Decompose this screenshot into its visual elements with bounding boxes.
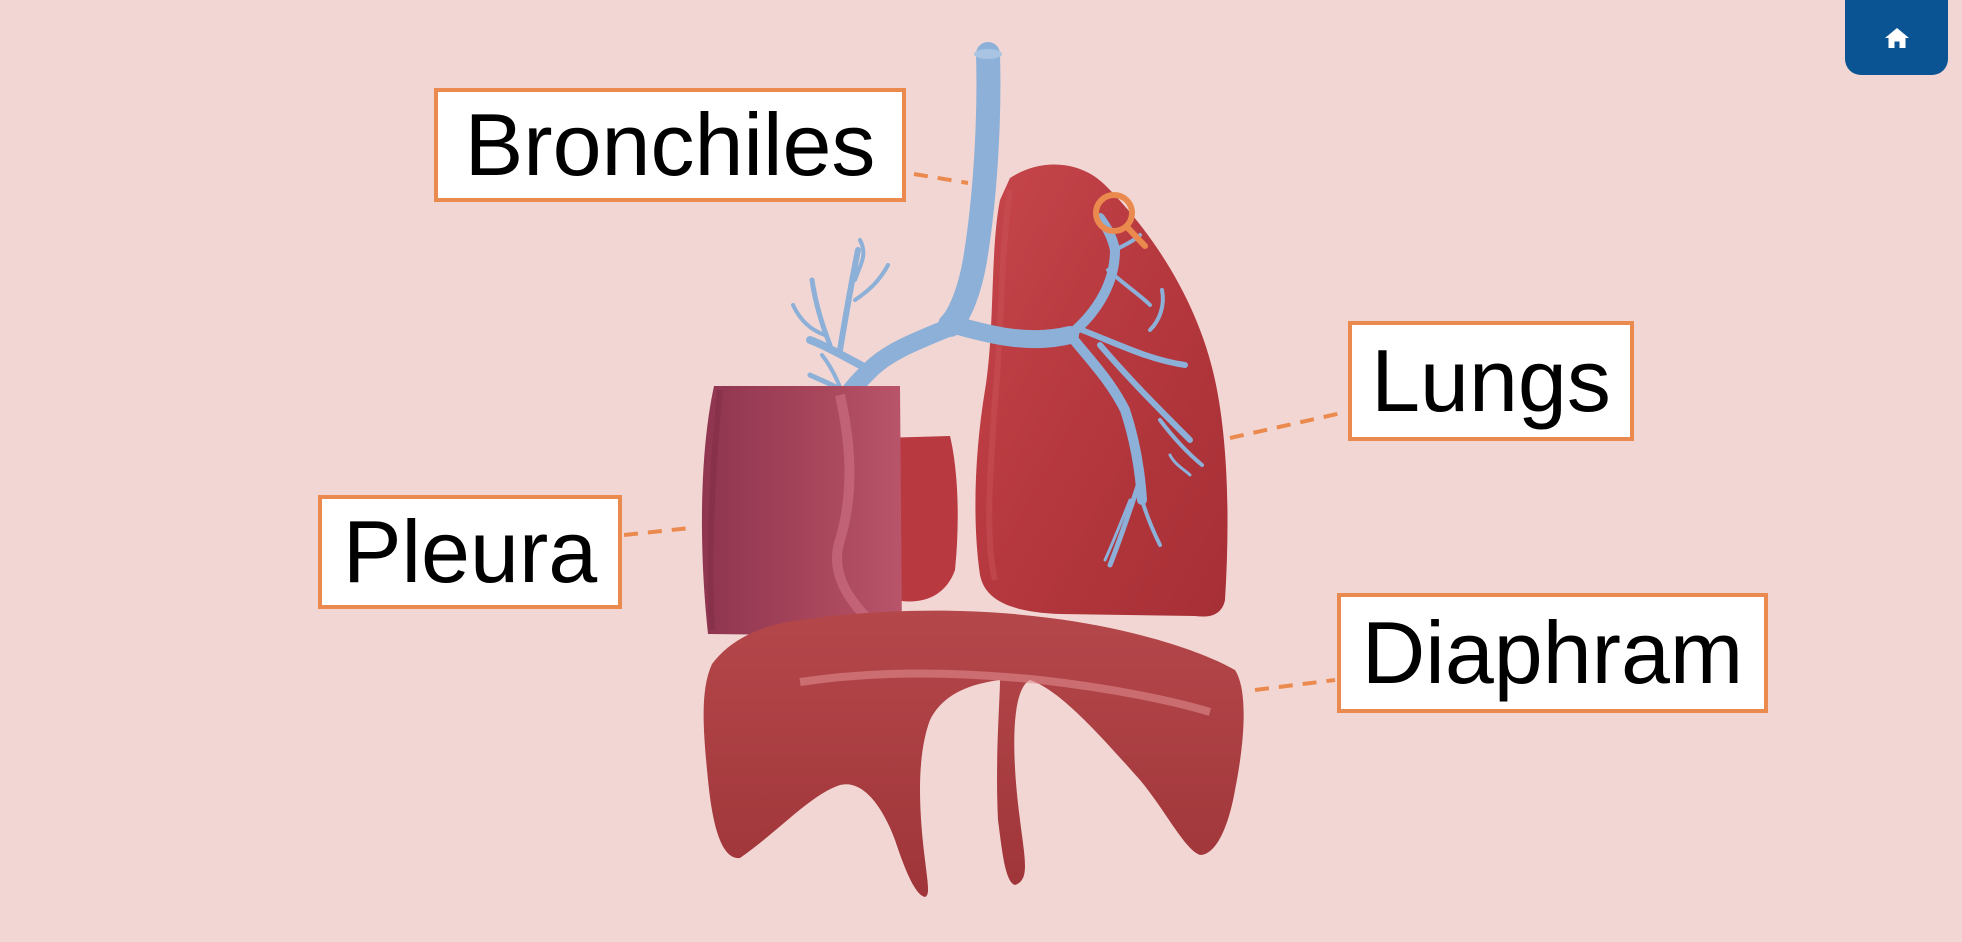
label-lungs[interactable]: Lungs <box>1348 321 1634 441</box>
label-bronchiles[interactable]: Bronchiles <box>434 88 906 202</box>
label-bronchiles-text: Bronchiles <box>464 95 876 194</box>
diaphragm-shape <box>703 610 1244 897</box>
connector-lungs <box>1229 410 1347 440</box>
bronchi-tree <box>791 42 1204 568</box>
home-icon <box>1884 27 1909 48</box>
label-diaphram[interactable]: Diaphram <box>1337 593 1768 713</box>
magnifier-icon[interactable] <box>1093 192 1148 249</box>
label-diaphram-text: Diaphram <box>1361 603 1744 702</box>
connector-pleura <box>623 526 691 537</box>
home-button[interactable] <box>1845 0 1948 75</box>
lung-right-shape <box>975 164 1228 617</box>
pleura-shape <box>701 386 902 636</box>
connector-bronchiles <box>913 172 969 185</box>
label-pleura-text: Pleura <box>342 502 598 601</box>
label-pleura[interactable]: Pleura <box>318 495 622 609</box>
connector-lines <box>623 172 1347 692</box>
connector-diaphram <box>1254 678 1336 692</box>
label-lungs-text: Lungs <box>1371 331 1611 430</box>
